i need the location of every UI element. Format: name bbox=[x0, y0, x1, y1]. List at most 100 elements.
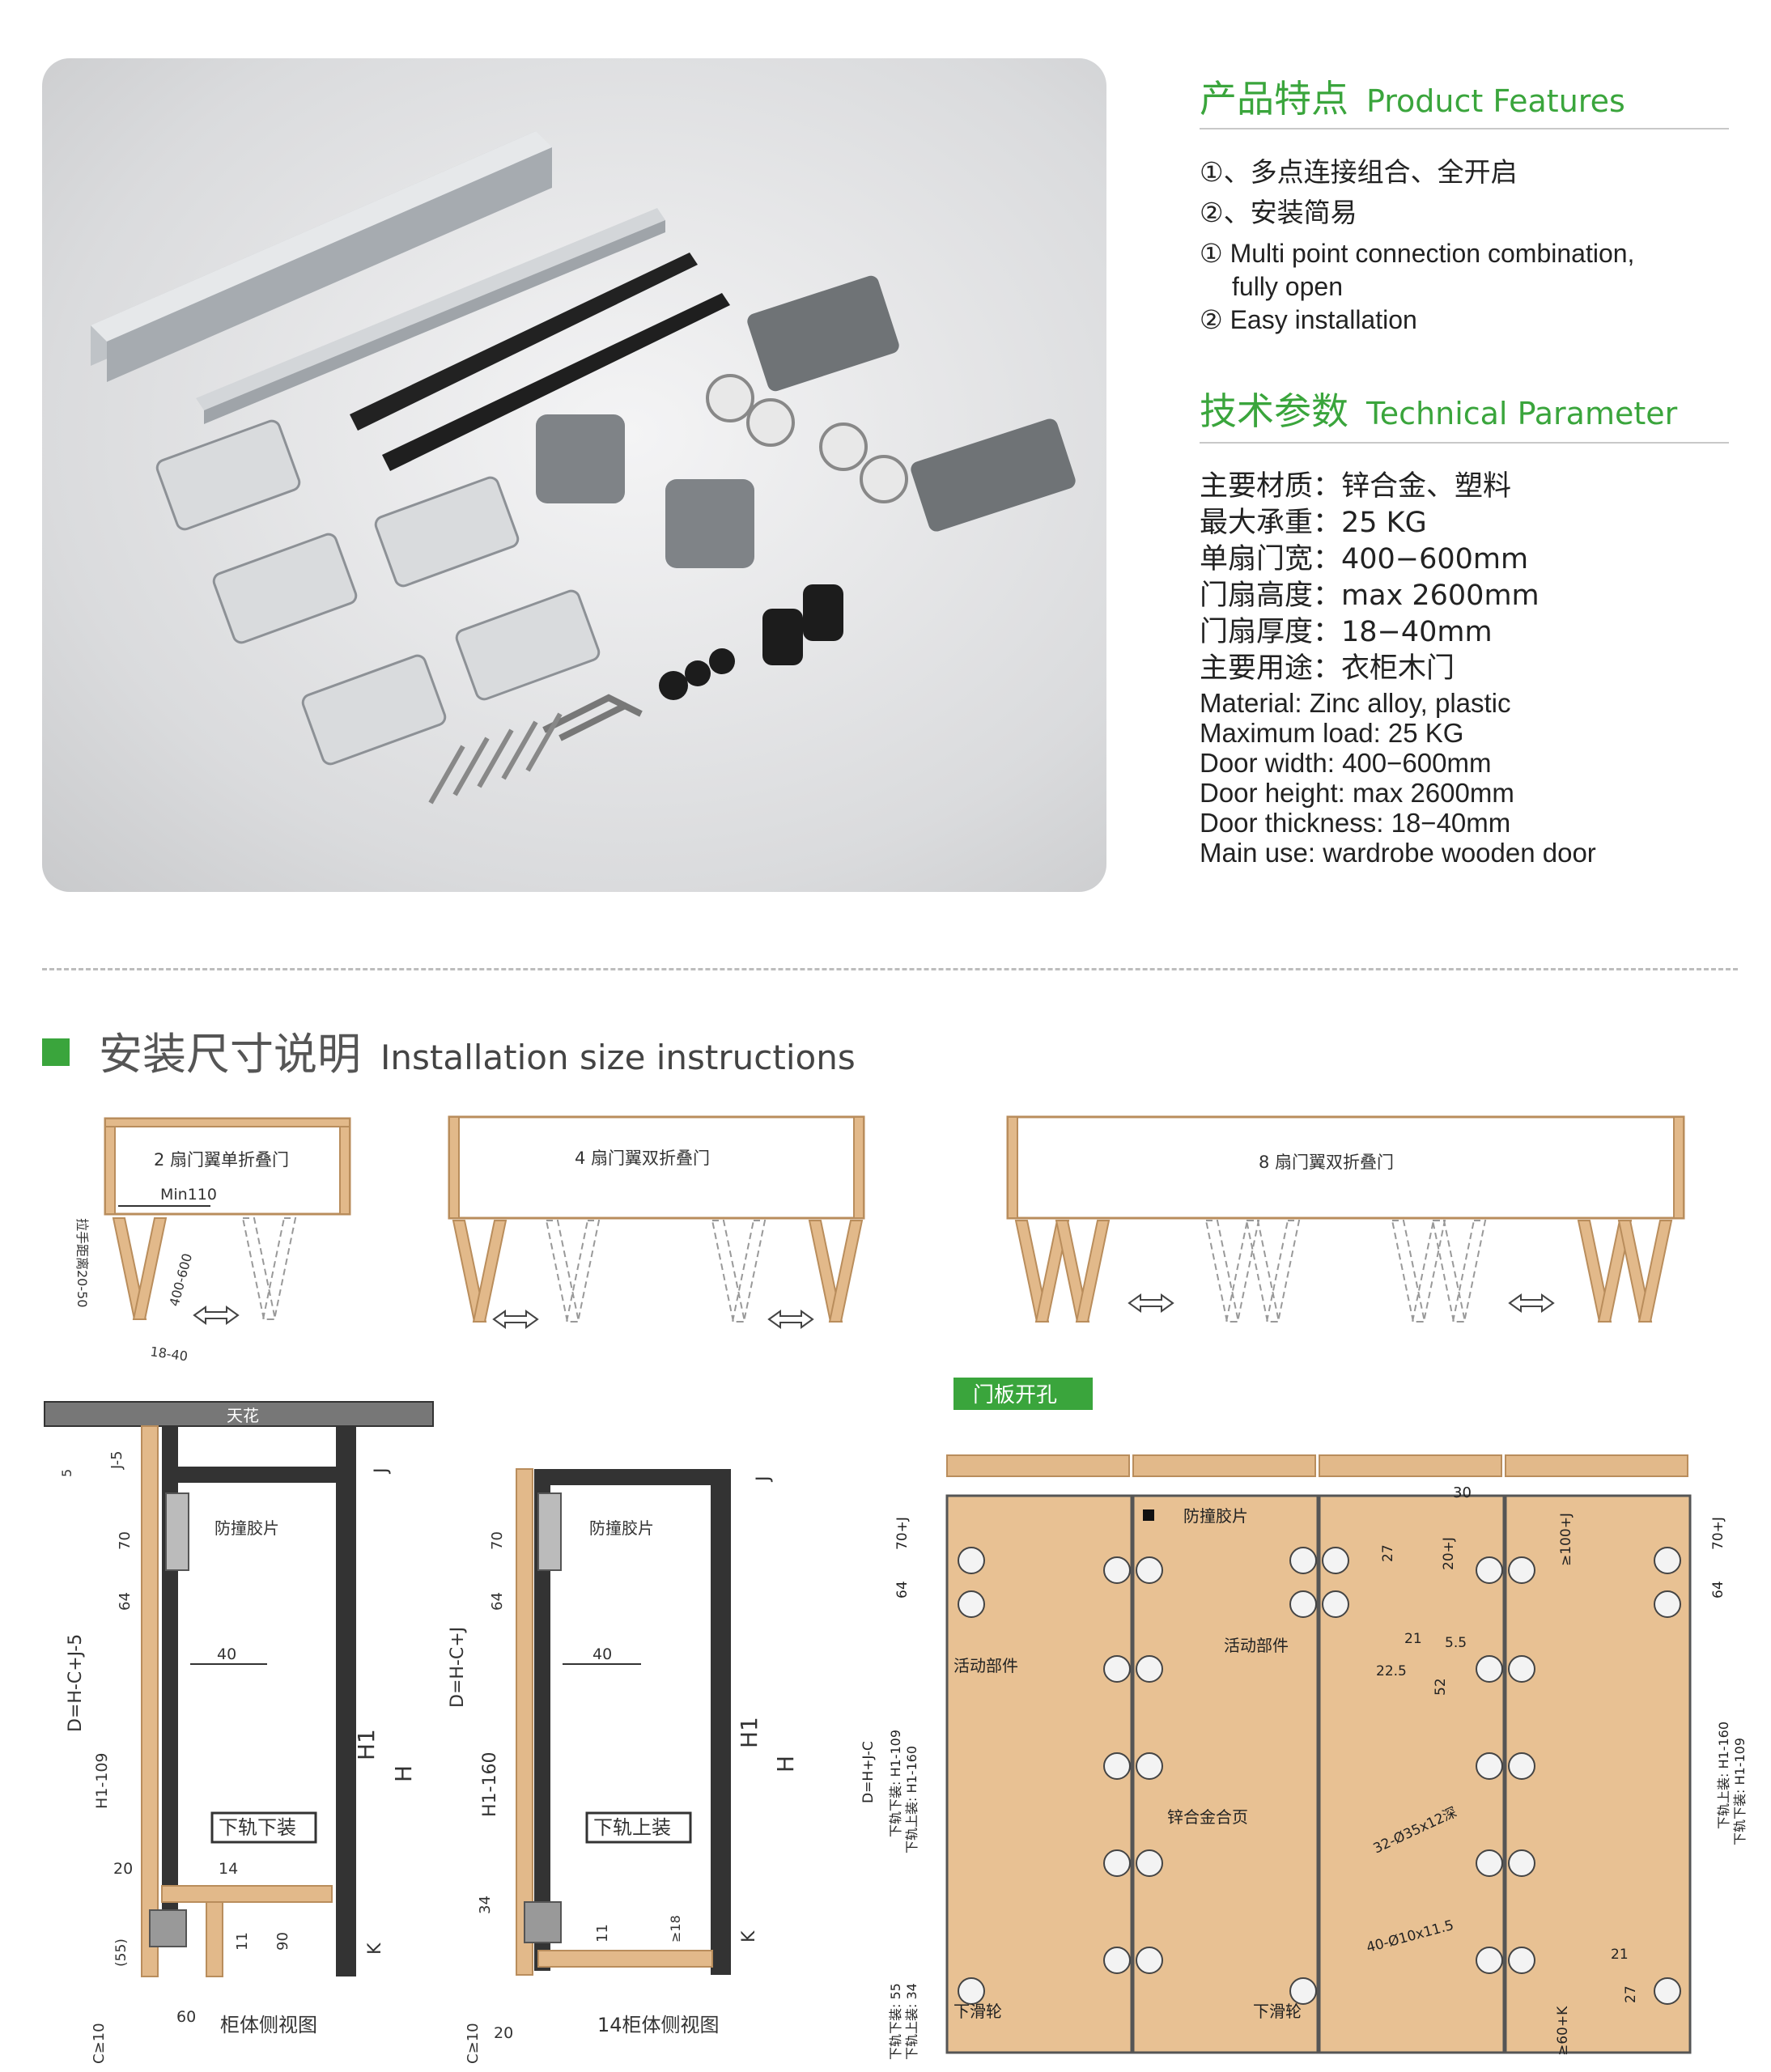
side-view-right: 防撞胶片 40 下轨上装 H1 H K J D=H-C+J 70 64 H1-1… bbox=[448, 1468, 799, 2064]
features-title-cn: 产品特点 bbox=[1200, 77, 1348, 121]
bumper-label: 防撞胶片 bbox=[589, 1518, 654, 1538]
dim-64-right: 64 bbox=[1710, 1581, 1726, 1599]
dim-225: 22.5 bbox=[1376, 1663, 1407, 1679]
panel-tag bbox=[953, 1378, 1093, 1410]
door-types-diagram: 2 扇门翼单折叠门 Min110 拉手距离20-50 400-600 18-40… bbox=[74, 1115, 1685, 1364]
hinges bbox=[155, 419, 601, 766]
dim-40: 40 bbox=[217, 1645, 236, 1663]
door-type-4: 4 扇门翼双折叠门 bbox=[448, 1115, 865, 1328]
roller-label: 下滑轮 bbox=[953, 2002, 1002, 2021]
dim-27: 27 bbox=[1380, 1544, 1396, 1562]
dim-27b: 27 bbox=[1623, 1985, 1639, 2003]
dim-11: 11 bbox=[594, 1924, 611, 1942]
param-en-2: Maximum load: 25 KG bbox=[1200, 718, 1464, 748]
dim-11: 11 bbox=[234, 1932, 251, 1951]
heading-square-icon bbox=[42, 1038, 70, 1067]
dim-90: 90 bbox=[274, 1932, 291, 1951]
hinge-label: 锌合金合页 bbox=[1167, 1807, 1248, 1827]
dim-thickness: 18-40 bbox=[149, 1344, 189, 1364]
dim-h: H bbox=[390, 1765, 417, 1782]
dim-k: K bbox=[739, 1930, 759, 1942]
panel-tag-label: 门板开孔 bbox=[973, 1383, 1057, 1408]
dim-21: 21 bbox=[1404, 1631, 1422, 1647]
ceiling bbox=[44, 1401, 434, 1427]
dim-left-upper: 下轨上装: H1-160 bbox=[904, 1746, 919, 1853]
dim-d: D=H-C+J bbox=[448, 1627, 468, 1708]
installation-heading: 安装尺寸说明 Installation size instructions bbox=[42, 1018, 856, 1082]
damper-bars bbox=[350, 253, 730, 471]
param-cn-4: 门扇高度：max 2600mm bbox=[1200, 580, 1540, 612]
dim-52: 52 bbox=[1433, 1678, 1449, 1696]
param-en-3: Door width: 400−600mm bbox=[1200, 748, 1492, 778]
installation-title-en: Installation size instructions bbox=[380, 1038, 856, 1077]
dim-ge18: ≥18 bbox=[668, 1915, 683, 1942]
aluminium-track bbox=[91, 131, 665, 424]
door-type-label: 4 扇门翼双折叠门 bbox=[575, 1149, 710, 1168]
dim-34: 34 bbox=[477, 1896, 494, 1914]
door-type-label: 8 扇门翼双折叠门 bbox=[1259, 1153, 1394, 1172]
drill-holes bbox=[958, 1547, 1681, 2005]
hardware-kit-illustration bbox=[91, 131, 1076, 805]
param-cn-2: 最大承重：25 KG bbox=[1200, 507, 1427, 539]
technical-divider bbox=[1200, 442, 1729, 444]
dim-14: 14 bbox=[219, 1860, 238, 1878]
feature-cn-1: ①、多点连接组合、全开启 bbox=[1200, 156, 1518, 188]
param-en-4: Door height: max 2600mm bbox=[1200, 778, 1514, 808]
dim-k: K bbox=[365, 1942, 385, 1955]
mount-mode-label: 下轨上装 bbox=[593, 1816, 671, 1839]
dim-64: 64 bbox=[894, 1581, 911, 1599]
dim-left-bottom1: 下轨下装: 55 bbox=[888, 1983, 903, 2060]
param-en-5: Door thickness: 18−40mm bbox=[1200, 808, 1511, 838]
dim-d: D=H+J-C bbox=[860, 1741, 877, 1803]
moving-part-label: 活动部件 bbox=[953, 1656, 1018, 1675]
dim-j: J bbox=[372, 1468, 392, 1475]
feature-en-1b: fully open bbox=[1232, 272, 1343, 301]
dim-h1-109: H1-109 bbox=[93, 1753, 111, 1810]
dim-c10: C≥10 bbox=[465, 2023, 482, 2064]
dim-64: 64 bbox=[117, 1592, 134, 1611]
installation-title-cn: 安装尺寸说明 bbox=[99, 1029, 361, 1080]
door-panel-drilling-diagram: 门板开孔 防撞胶片 活动部件 活动部件 锌合金合页 下滑轮 下滑轮 bbox=[860, 1378, 1748, 2060]
side-view-left: 天花 防撞胶片 40 下轨下装 H1 H K J D=H-C+J-5 J-5 5… bbox=[44, 1401, 434, 2064]
dim-70j: 70+J bbox=[894, 1517, 911, 1550]
dim-55: (55) bbox=[113, 1938, 130, 1967]
features-title-en: Product Features bbox=[1366, 83, 1625, 119]
param-en-6: Main use: wardrobe wooden door bbox=[1200, 838, 1596, 868]
dim-j5: J-5 bbox=[108, 1450, 125, 1470]
moving-part-label-2: 活动部件 bbox=[1224, 1636, 1289, 1655]
dim-40: 40 bbox=[592, 1645, 612, 1663]
dim-21b: 21 bbox=[1611, 1947, 1629, 1963]
features-heading: 产品特点 Product Features bbox=[1200, 70, 1625, 123]
dim-100j: ≥100+J bbox=[1558, 1513, 1574, 1566]
dim-d: D=H-C+J-5 bbox=[66, 1634, 86, 1732]
dim-20: 20 bbox=[494, 2024, 513, 2042]
dim-min: Min110 bbox=[160, 1186, 217, 1204]
dim-j: J bbox=[754, 1476, 774, 1484]
dim-64: 64 bbox=[489, 1592, 506, 1611]
section-separator bbox=[42, 968, 1738, 970]
product-photo bbox=[42, 58, 1106, 892]
dim-60k: ≥60+K bbox=[1555, 2006, 1571, 2056]
bumper-label: 防撞胶片 bbox=[1183, 1506, 1248, 1526]
dim-left-bottom2: 下轨上装: 34 bbox=[904, 1983, 919, 2060]
param-cn-3: 单扇门宽：400−600mm bbox=[1200, 543, 1529, 575]
dim-h1: H1 bbox=[736, 1717, 762, 1748]
small-parts bbox=[428, 584, 843, 805]
technical-title-cn: 技术参数 bbox=[1200, 389, 1348, 433]
side-views-diagram: 天花 防撞胶片 40 下轨下装 H1 H K J D=H-C+J-5 J-5 5… bbox=[44, 1401, 799, 2064]
door-type-8: 8 扇门翼双折叠门 bbox=[1006, 1115, 1685, 1323]
dim-70: 70 bbox=[117, 1531, 134, 1550]
dim-c10: C≥10 bbox=[91, 2023, 108, 2064]
dim-55: 5.5 bbox=[1445, 1635, 1467, 1651]
dim-70j-right: 70+J bbox=[1710, 1517, 1726, 1550]
dim-20j: 20+J bbox=[1441, 1537, 1457, 1570]
param-cn-5: 门扇厚度：18−40mm bbox=[1200, 616, 1493, 648]
door-panels bbox=[945, 1494, 1692, 2054]
dim-handle: 拉手距离20-50 bbox=[74, 1218, 90, 1308]
roller-label-2: 下滑轮 bbox=[1253, 2002, 1302, 2021]
side-view-caption: 柜体侧视图 bbox=[220, 2014, 317, 2036]
dim-right-upper: 下轨下装: H1-109 bbox=[1732, 1738, 1748, 1845]
side-view-caption: 14柜体侧视图 bbox=[597, 2014, 720, 2036]
feature-en-1: ① Multi point connection combination, bbox=[1200, 239, 1635, 268]
